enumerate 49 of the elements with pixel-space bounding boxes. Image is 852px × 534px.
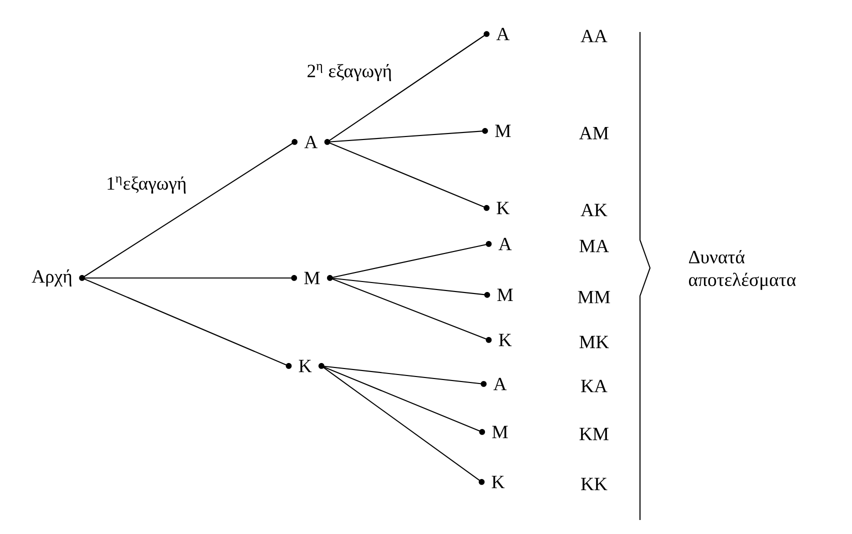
start-label: Αρχή xyxy=(32,269,85,287)
branch-line xyxy=(327,130,486,143)
outcome-point: A xyxy=(484,28,510,40)
branch-line xyxy=(82,142,295,278)
branch-line xyxy=(82,278,289,366)
outcome-label: KK xyxy=(581,478,608,490)
outcome-label: MM xyxy=(578,290,610,304)
edge-label: 2$^{η}$ εξαγωγή xyxy=(308,64,392,82)
outcome-label: AA xyxy=(580,30,608,42)
branch-line xyxy=(330,277,488,296)
branch-point: A xyxy=(292,136,330,148)
node-label: A xyxy=(304,136,318,148)
outcome-point: M xyxy=(482,124,511,138)
branch-point: K xyxy=(286,360,324,372)
node-label: A xyxy=(496,28,510,40)
outcome-point: M xyxy=(479,426,508,438)
outcome-point: M xyxy=(484,288,513,302)
node-label: M xyxy=(495,124,511,138)
outcome-point: A xyxy=(480,378,507,390)
node-label: K xyxy=(492,476,505,488)
outcome-point: K xyxy=(484,202,510,214)
node-label: K xyxy=(498,334,512,346)
edge-label: 1$^{η}$εξαγωγή xyxy=(108,176,186,194)
outcome-point: K xyxy=(486,334,512,346)
outcome-label: AK xyxy=(580,204,608,216)
outcome-point: K xyxy=(478,476,505,488)
branch-line xyxy=(330,278,489,340)
node-label: K xyxy=(298,360,312,372)
branch-line xyxy=(321,366,482,432)
branch-line xyxy=(326,34,487,142)
outcome-label: MK xyxy=(580,336,609,348)
outcome-point: A xyxy=(486,238,512,250)
node-label: M xyxy=(497,288,513,302)
branch-line xyxy=(321,365,484,385)
outcome-label: MA xyxy=(580,240,609,252)
branch-line xyxy=(327,142,487,208)
branch-line xyxy=(330,243,489,279)
node-label: M xyxy=(492,426,508,438)
node-label: K xyxy=(496,202,510,214)
branch-line xyxy=(321,366,482,482)
node-label: M xyxy=(304,272,320,284)
node-label: A xyxy=(493,378,507,390)
node-label: A xyxy=(498,238,512,250)
outcome-label: KM xyxy=(580,428,608,440)
outcome-label: KA xyxy=(581,380,608,392)
note-label: Δυνατά αποτελέσματα xyxy=(688,250,796,290)
branch-point: M xyxy=(291,272,333,284)
outcome-label: AM xyxy=(579,126,608,140)
branch-line xyxy=(82,277,294,279)
